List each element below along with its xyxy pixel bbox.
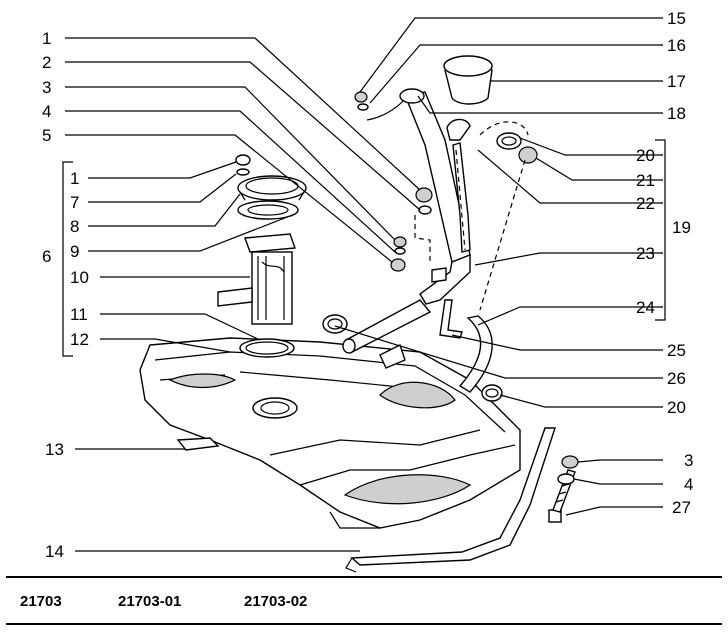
callout-7: 7 <box>70 193 79 212</box>
footer-rule-top <box>6 576 722 578</box>
callout-13: 13 <box>45 440 64 459</box>
part-codes-footer: 21703 21703-01 21703-02 <box>0 576 728 628</box>
callout-25: 25 <box>667 341 686 360</box>
callout-26: 26 <box>667 369 686 388</box>
leader-lines <box>62 17 666 552</box>
callout-14: 14 <box>45 542 64 561</box>
filler-cap-boot <box>443 55 493 105</box>
callout-12: 12 <box>70 330 89 349</box>
callout-4-lower: 4 <box>684 475 693 494</box>
callout-19: 19 <box>672 218 691 237</box>
callout-15: 15 <box>667 9 686 28</box>
grommet <box>518 146 538 164</box>
callout-18: 18 <box>667 104 686 123</box>
callout-2: 2 <box>42 53 51 72</box>
part-code-2: 21703-01 <box>118 593 182 610</box>
hose-clamp-c <box>481 384 503 402</box>
callout-27: 27 <box>672 498 691 517</box>
callout-21: 21 <box>636 171 655 190</box>
callout-23: 23 <box>636 244 655 263</box>
washer <box>557 473 575 485</box>
hose-clamp-b <box>322 314 348 334</box>
callout-20: 20 <box>636 146 655 165</box>
callout-8: 8 <box>70 217 79 236</box>
callout-4: 4 <box>42 102 51 121</box>
filler-hose <box>342 299 432 354</box>
vent-hose <box>458 315 493 393</box>
callout-1: 1 <box>42 29 51 48</box>
nut <box>561 455 579 469</box>
fuel-tank <box>139 337 521 529</box>
tank-strap-front <box>176 437 220 451</box>
washer-small <box>236 168 250 176</box>
neck-bracket <box>379 267 447 369</box>
callout-1-group: 1 <box>70 169 79 188</box>
footer-rule-bottom <box>6 623 722 625</box>
callout-20-lower: 20 <box>667 398 686 417</box>
callout-22: 22 <box>636 194 655 213</box>
callout-24: 24 <box>636 298 655 317</box>
callout-numbers: 1 2 3 4 5 1 7 8 6 9 10 11 12 13 14 15 16… <box>42 9 693 561</box>
part-code-3: 21703-02 <box>244 593 308 610</box>
callout-3-lower: 3 <box>684 451 693 470</box>
callout-5: 5 <box>42 126 51 145</box>
callout-9: 9 <box>70 242 79 261</box>
callout-11: 11 <box>70 305 88 324</box>
callout-6: 6 <box>42 247 51 266</box>
callout-10: 10 <box>70 268 89 287</box>
fuel-pump <box>217 233 296 325</box>
callout-16: 16 <box>667 36 686 55</box>
nut-7 <box>235 154 251 166</box>
tank-strap-rear <box>345 427 556 573</box>
seal-ring <box>239 338 295 358</box>
part-code-1: 21703 <box>20 593 62 610</box>
filler-nuts <box>354 91 433 272</box>
callout-17: 17 <box>667 72 686 91</box>
hose-clamp-a <box>496 132 522 150</box>
callout-3: 3 <box>42 78 51 97</box>
pump-flange <box>237 200 299 220</box>
lock-ring <box>237 175 307 201</box>
elbow-hose <box>446 118 471 141</box>
